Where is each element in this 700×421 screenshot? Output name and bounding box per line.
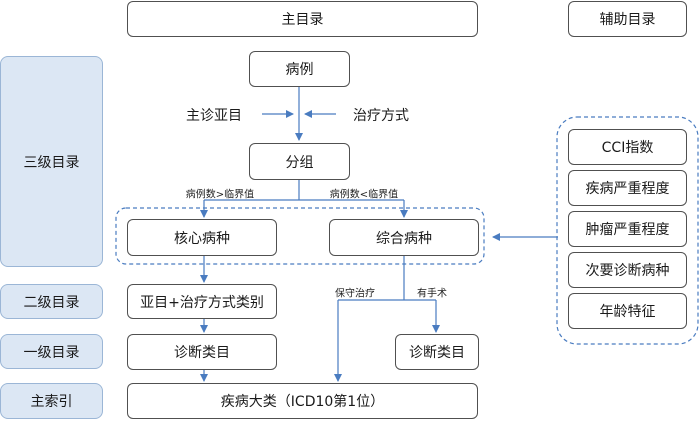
comprehensive-down bbox=[338, 256, 436, 301]
core-disease-label: 核心病种 bbox=[174, 230, 230, 247]
core-disease-box: 核心病种 bbox=[127, 219, 277, 256]
level2-text: 二级目录 bbox=[23, 294, 80, 311]
main-catalog-box: 主目录 bbox=[127, 1, 478, 37]
comprehensive-disease-box: 综合病种 bbox=[329, 219, 479, 256]
level3-label: 三级目录 bbox=[0, 56, 103, 267]
comprehensive-disease-label: 综合病种 bbox=[376, 230, 432, 247]
diag-category-left-label: 诊断类目 bbox=[174, 345, 230, 361]
aux-item-label: 肿瘤严重程度 bbox=[585, 222, 670, 238]
main-diagnosis-label: 主诊亚目 bbox=[186, 108, 242, 124]
diag-category-left-box: 诊断类目 bbox=[127, 334, 277, 370]
main-catalog-label: 主目录 bbox=[281, 12, 324, 28]
below-threshold-label: 病例数<临界值 bbox=[329, 189, 399, 201]
above-threshold-label: 病例数>临界值 bbox=[185, 189, 255, 201]
level3-text: 三级目录 bbox=[23, 154, 80, 171]
conservative-label: 保守治疗 bbox=[335, 288, 375, 300]
aux-item-label: CCI指数 bbox=[601, 140, 654, 156]
split-line bbox=[204, 180, 404, 201]
aux-item: 肿瘤严重程度 bbox=[568, 211, 687, 247]
aux-catalog-box: 辅助目录 bbox=[568, 1, 687, 37]
aux-item-label: 次要诊断病种 bbox=[585, 263, 670, 279]
diag-category-right-label: 诊断类目 bbox=[409, 345, 465, 361]
aux-item: 次要诊断病种 bbox=[568, 252, 687, 288]
aux-item-label: 年龄特征 bbox=[599, 304, 656, 320]
case-box: 病例 bbox=[249, 51, 350, 87]
subcategory-treatment-box: 亚目+治疗方式类别 bbox=[127, 284, 277, 319]
level1-label: 一级目录 bbox=[0, 334, 103, 369]
level1-text: 一级目录 bbox=[23, 344, 80, 361]
level2-label: 二级目录 bbox=[0, 284, 103, 319]
disease-class-label: 疾病大类（ICD10第1位） bbox=[220, 394, 385, 410]
grouping-label: 分组 bbox=[285, 154, 314, 171]
disease-class-box: 疾病大类（ICD10第1位） bbox=[127, 383, 478, 419]
aux-item: 年龄特征 bbox=[568, 293, 687, 329]
surgical-label: 有手术 bbox=[417, 288, 447, 300]
aux-item: 疾病严重程度 bbox=[568, 170, 687, 206]
aux-catalog-label: 辅助目录 bbox=[599, 12, 656, 28]
case-label: 病例 bbox=[285, 62, 314, 78]
aux-item: CCI指数 bbox=[568, 129, 687, 165]
disease-group-frame bbox=[115, 207, 485, 265]
grouping-box: 分组 bbox=[249, 143, 350, 180]
aux-item-label: 疾病严重程度 bbox=[585, 181, 670, 197]
subcategory-treatment-label: 亚目+治疗方式类别 bbox=[140, 294, 264, 311]
aux-frame bbox=[556, 116, 699, 345]
treatment-label: 治疗方式 bbox=[353, 108, 409, 124]
main-index-text: 主索引 bbox=[30, 394, 73, 410]
diag-category-right-box: 诊断类目 bbox=[395, 334, 479, 370]
main-index-label: 主索引 bbox=[0, 383, 103, 419]
